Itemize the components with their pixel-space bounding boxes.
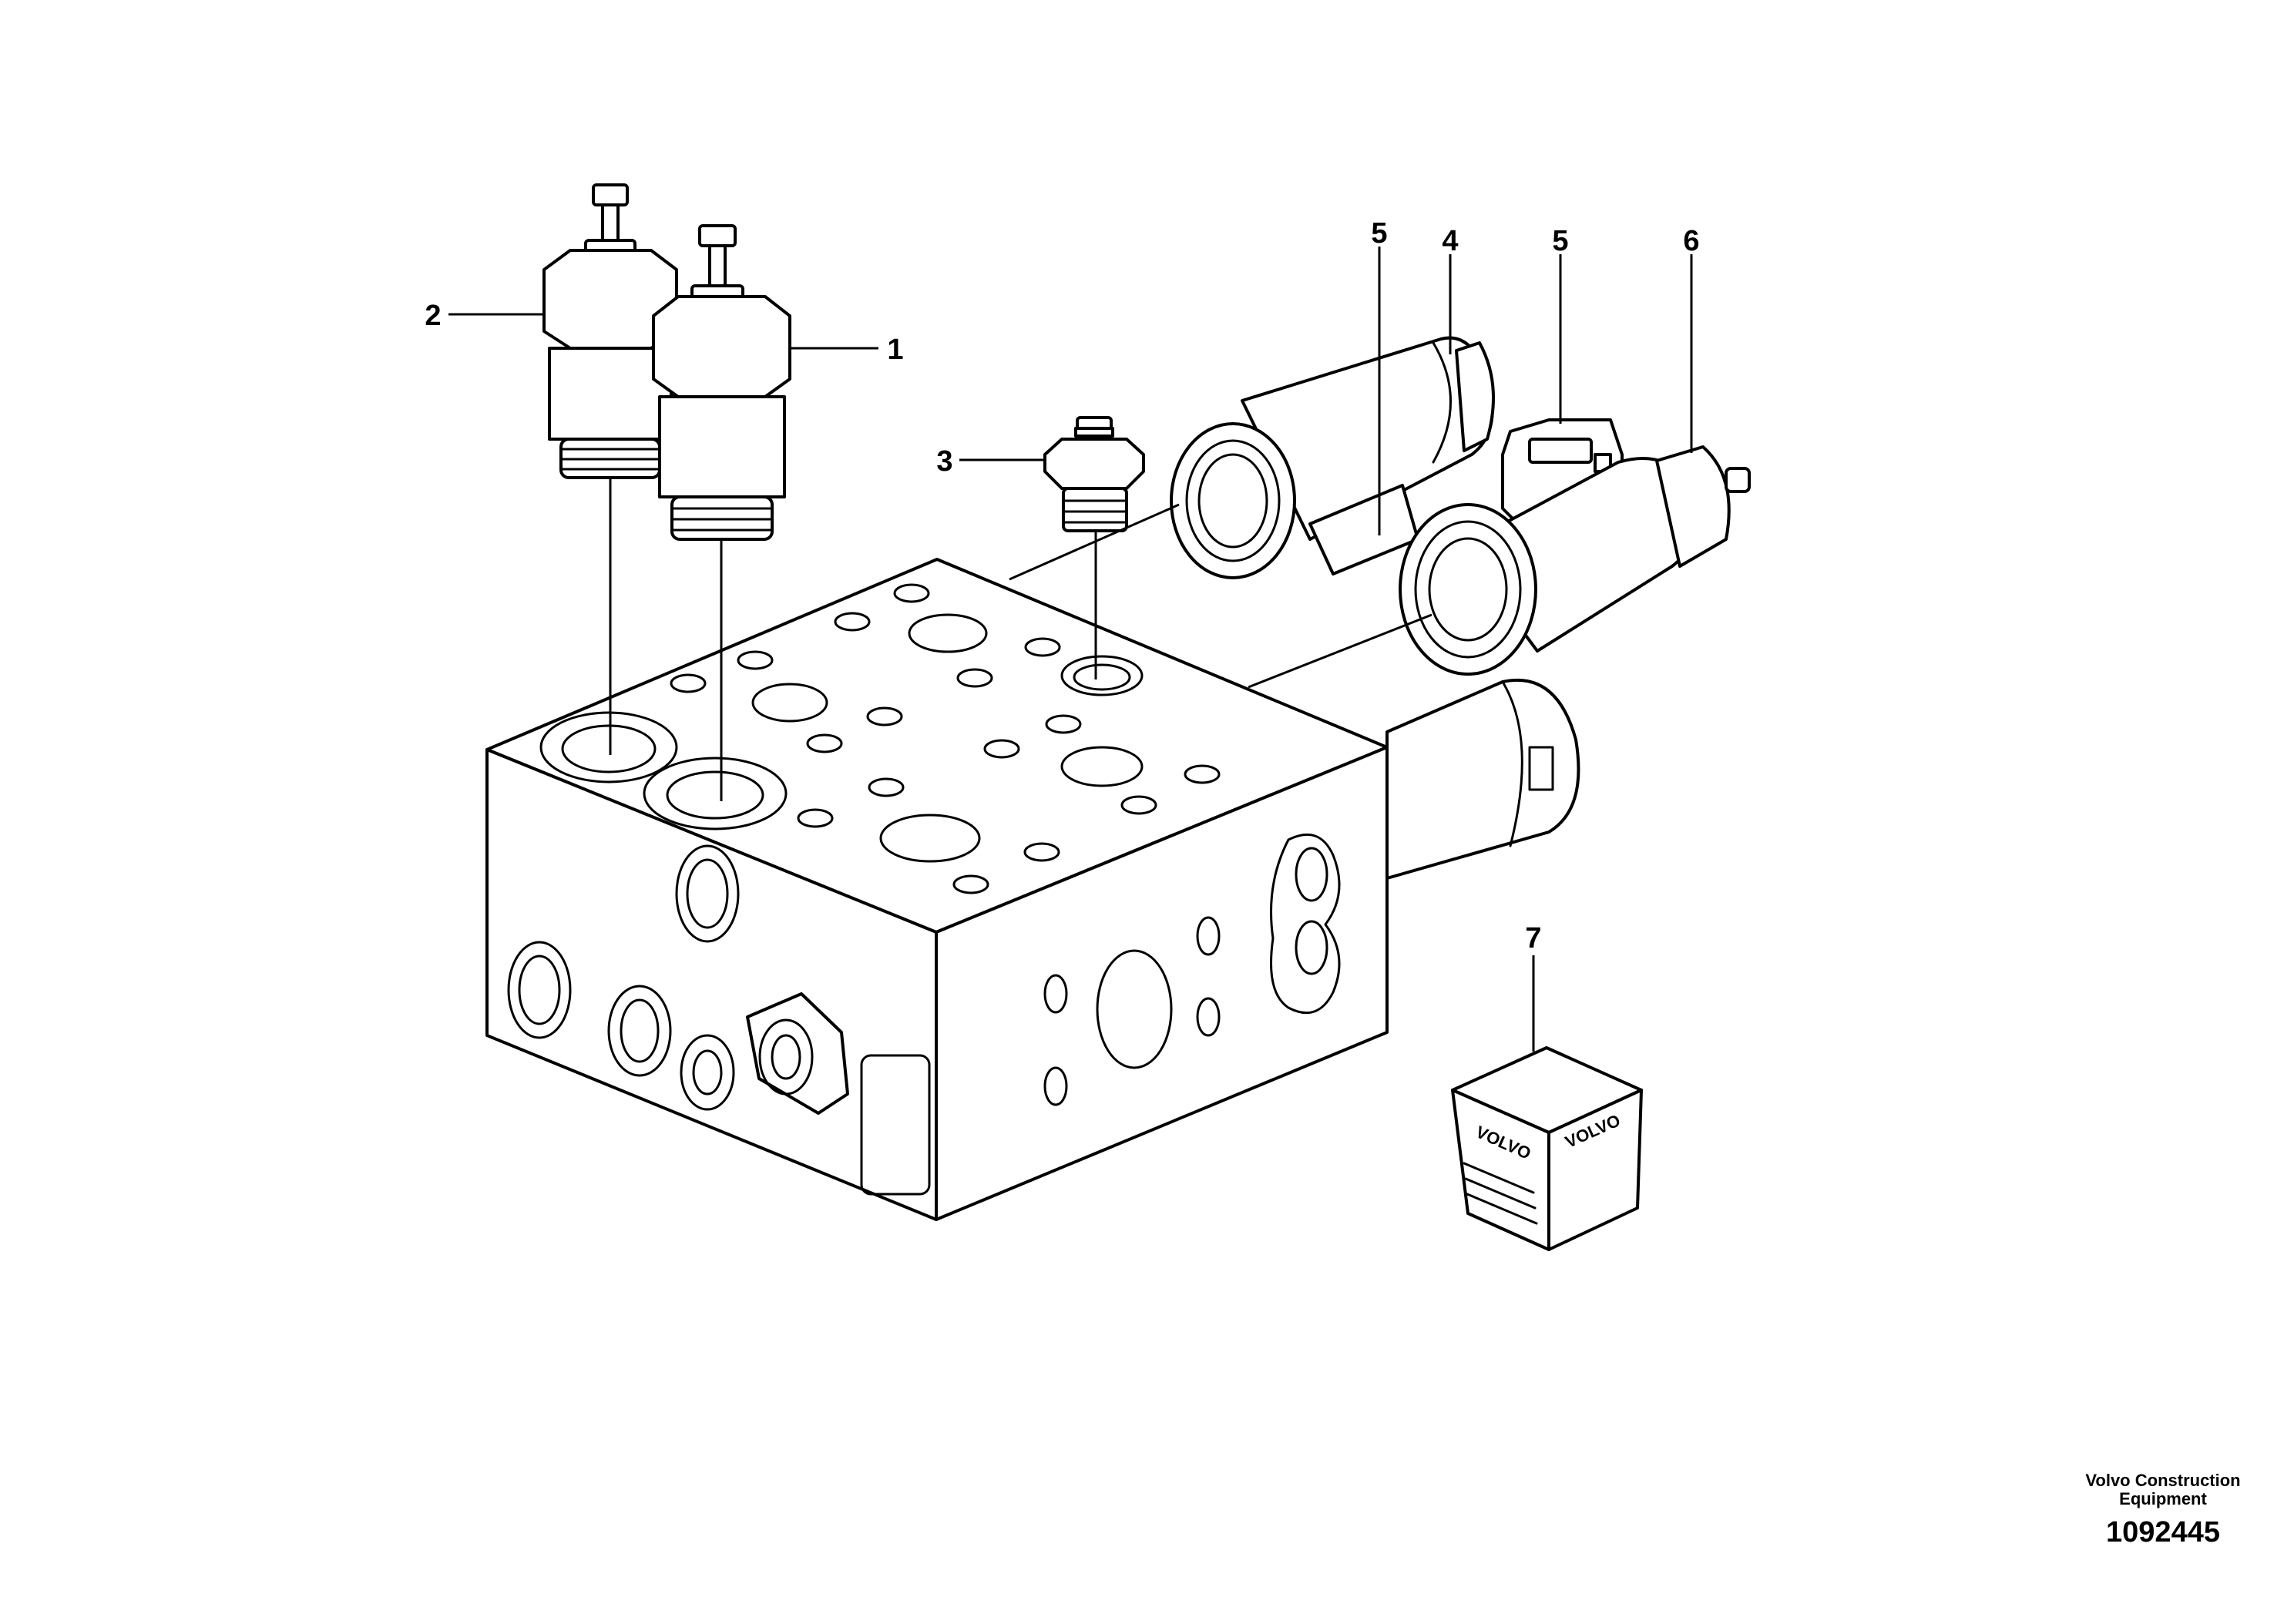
- leader-lines: [448, 247, 1693, 1052]
- side-face-ports: [1043, 833, 1341, 1106]
- footer-company: Volvo Construction Equipment: [2078, 1471, 2248, 1508]
- callout-5-front: 5: [1552, 225, 1568, 257]
- item-6-solenoid-valve: [1399, 418, 1751, 676]
- callout-labels: 2 1 3 5 4 5 6 7: [425, 217, 1699, 955]
- item-4-solenoid-valve: [1170, 336, 1495, 579]
- item-2-relief-valve: [542, 183, 678, 479]
- kit-box-side: [1547, 1089, 1643, 1251]
- top-face-ports: [539, 583, 1221, 894]
- item-7-seal-kit-box: VOLVO VOLVO: [1451, 1046, 1643, 1251]
- footer-company-line1: Volvo Construction: [2085, 1471, 2241, 1490]
- item-1-relief-valve: [652, 224, 791, 541]
- front-face-ports: [507, 844, 931, 1196]
- callout-6: 6: [1683, 225, 1699, 257]
- callout-3: 3: [936, 445, 952, 478]
- callout-2: 2: [425, 300, 441, 332]
- callout-7: 7: [1525, 922, 1541, 955]
- callout-1: 1: [887, 334, 903, 366]
- item-3-sensor: [1043, 416, 1145, 532]
- drawing-number: 1092445: [2106, 1516, 2220, 1549]
- callout-4: 4: [1442, 225, 1458, 257]
- callout-5-rear: 5: [1371, 217, 1387, 250]
- footer-company-line2: Equipment: [2119, 1489, 2207, 1508]
- valve-block: [485, 558, 1580, 1221]
- valve-block-cylinder: [1385, 678, 1580, 880]
